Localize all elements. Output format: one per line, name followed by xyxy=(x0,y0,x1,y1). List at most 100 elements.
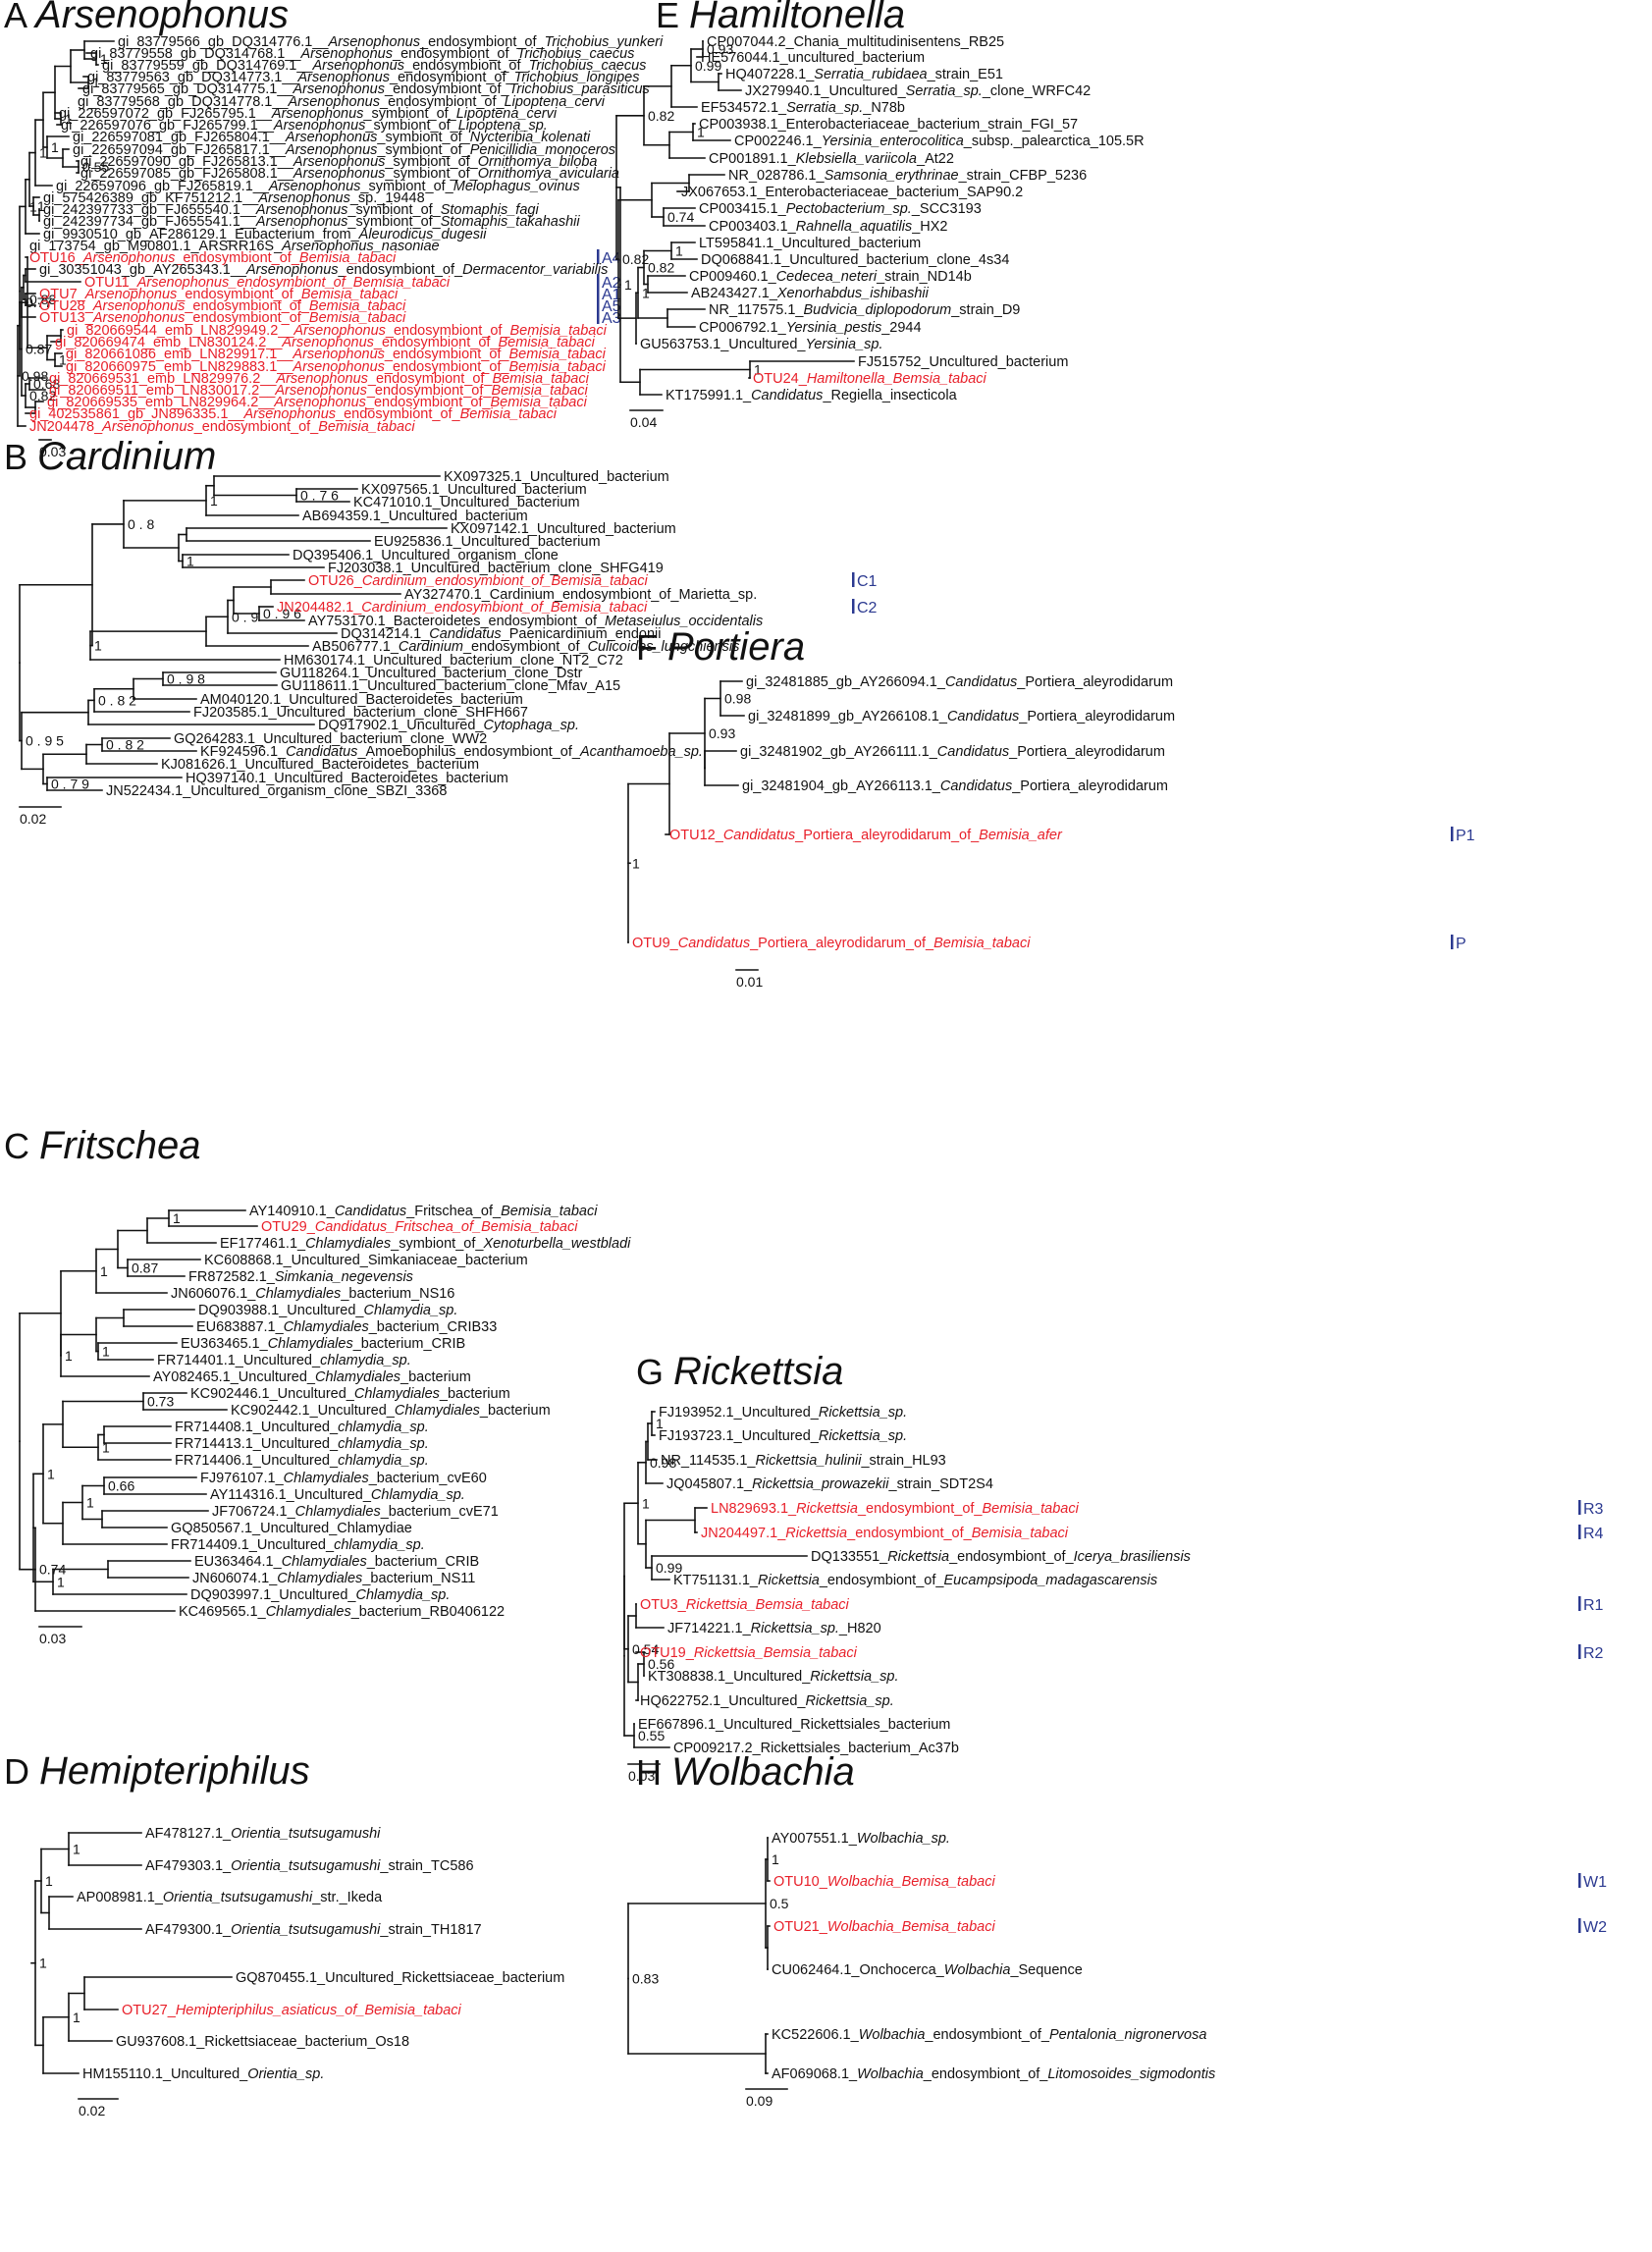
leaf-label: gi_820669511_emb_LN830017.2__Arsenophonu… xyxy=(49,383,589,399)
leaf-label: GU118611.1_Uncultured_bacterium_clone_Mf… xyxy=(281,678,620,694)
bootstrap-value: 1 xyxy=(772,1851,779,1867)
leaf-label: AY082465.1_Uncultured_Chlamydiales_bacte… xyxy=(153,1369,471,1385)
leaf-label: gi_226597094_gb_FJ265817.1__Arsenophonus… xyxy=(73,142,615,158)
bootstrap-value: 0.55 xyxy=(82,159,109,175)
leaf-label: OTU9_Candidatus_Portiera_aleyrodidarum_o… xyxy=(632,936,1031,951)
leaf-label: EU683887.1_Chlamydiales_bacterium_CRIB33 xyxy=(196,1319,497,1335)
leaf-label: gi_226597081_gb_FJ265804.1__Arsenophonus… xyxy=(73,130,591,145)
otu-tag: A1 xyxy=(602,287,621,303)
leaf-label: KT751131.1_Rickettsia_endosymbiont_of_Eu… xyxy=(673,1573,1157,1588)
leaf-label: AY140910.1_Candidatus_Fritschea_of_Bemis… xyxy=(249,1204,598,1219)
bootstrap-value: 1 xyxy=(100,1263,108,1279)
bootstrap-value: 0.74 xyxy=(667,209,694,225)
panel-d: D Hemipteriphilus1111AF478127.1_Orientia… xyxy=(4,1749,564,2118)
leaf-label: DQ068841.1_Uncultured_bacterium_clone_4s… xyxy=(701,252,1009,268)
leaf-label: KC471010.1_Uncultured_bacterium xyxy=(353,495,580,510)
otu-marker xyxy=(1578,1918,1581,1933)
bootstrap-value: 0.82 xyxy=(622,251,649,267)
otu-marker xyxy=(1578,1596,1581,1611)
leaf-label: GQ264283.1_Uncultured_bacterium_clone_WW… xyxy=(174,731,487,747)
leaf-label: JQ045807.1_Rickettsia_prowazekii_strain_… xyxy=(666,1476,993,1492)
leaf-label: gi_83779559_gb_DQ314769.1__Arsenophonus_… xyxy=(102,58,646,74)
bootstrap-value: 1 xyxy=(39,145,47,161)
leaf-label: KX097565.1_Uncultured_bacterium xyxy=(361,482,587,498)
scale-label: 0.03 xyxy=(39,444,66,459)
bootstrap-value: 0.82 xyxy=(29,388,56,403)
leaf-label: gi_32481885_gb_AY266094.1_Candidatus_Por… xyxy=(746,674,1173,690)
leaf-label: AF479303.1_Orientia_tsutsugamushi_strain… xyxy=(145,1858,474,1874)
leaf-label: OTU13_Arsenophonus_endosymbiont_of_Bemis… xyxy=(39,310,406,326)
scale-label: 0.03 xyxy=(39,1631,66,1646)
bootstrap-value: 1 xyxy=(102,1439,110,1455)
leaf-label: DQ903988.1_Uncultured_Chlamydia_sp. xyxy=(198,1303,457,1318)
leaf-label: FJ515752_Uncultured_bacterium xyxy=(858,354,1068,370)
otu-tag: A2 xyxy=(602,275,621,292)
otu-marker xyxy=(1578,1644,1581,1659)
bootstrap-value: 0.87 xyxy=(132,1260,158,1276)
leaf-label: KC902446.1_Uncultured_Chlamydiales_bacte… xyxy=(190,1386,510,1402)
bootstrap-value: 1 xyxy=(51,139,59,155)
leaf-label: CP009217.2_Rickettsiales_bacterium_Ac37b xyxy=(673,1741,959,1756)
leaf-label: CP007044.2_Chania_multitudinisentens_RB2… xyxy=(707,34,1004,50)
bootstrap-value: 1 xyxy=(754,362,762,378)
leaf-label: FR872582.1_Simkania_negevensis xyxy=(188,1269,413,1285)
leaf-label: gi_32481904_gb_AY266113.1_Candidatus_Por… xyxy=(742,778,1168,794)
leaf-label: EU363464.1_Chlamydiales_bacterium_CRIB xyxy=(194,1554,479,1570)
bootstrap-value: 0.98 xyxy=(650,1455,676,1471)
otu-marker xyxy=(597,309,600,324)
otu-tag: A5 xyxy=(602,298,621,315)
panel-heading: B Cardinium xyxy=(4,435,216,478)
leaf-label: AY753170.1_Bacteroidetes_endosymbiont_of… xyxy=(308,614,763,629)
scale-label: 0.03 xyxy=(628,1768,655,1784)
leaf-label: JN204482.1_Cardinium_endosymbiont_of_Bem… xyxy=(277,600,648,616)
leaf-label: AY114316.1_Uncultured_Chlamydia_sp. xyxy=(210,1487,465,1503)
leaf-label: JN606074.1_Chlamydiales_bacterium_NS11 xyxy=(192,1571,475,1586)
otu-marker xyxy=(1451,827,1454,841)
panel-heading: D Hemipteriphilus xyxy=(4,1749,310,1793)
leaf-label: GU937608.1_Rickettsiaceae_bacterium_Os18 xyxy=(116,2034,409,2050)
bootstrap-value: 0.99 xyxy=(656,1560,682,1576)
otu-tag: C1 xyxy=(857,573,878,590)
leaf-label: GU563753.1_Uncultured_Yersinia_sp. xyxy=(640,337,882,352)
leaf-label: gi_820669531_emb_LN829976.2__Arsenophonu… xyxy=(49,371,590,387)
panel-a: A Arsenophonus1110.55111110.680.820.870.… xyxy=(4,0,664,459)
bootstrap-value: 0.83 xyxy=(29,292,56,307)
otu-tag: R2 xyxy=(1583,1645,1604,1662)
leaf-label: gi_226597085_gb_FJ265808.1__Arsenophonus… xyxy=(80,166,619,182)
leaf-label: FJ203585.1_Uncultured_bacterium_clone_SH… xyxy=(193,705,528,721)
panel-e: E Hamiltonella0.930.9910.820.7410.8210.8… xyxy=(615,0,1145,430)
leaf-label: gi_820661086_emb_LN829917.1__Arsenophonu… xyxy=(66,347,607,362)
leaf-label: gi_83779566_gb_DQ314776.1__Arsenophonus_… xyxy=(118,34,664,50)
bootstrap-value: 0.82 xyxy=(648,260,674,276)
bootstrap-value: 0.87 xyxy=(26,342,52,357)
leaf-label: HM630174.1_Uncultured_bacterium_clone_NT… xyxy=(284,653,623,669)
leaf-label: AY007551.1_Wolbachia_sp. xyxy=(772,1831,950,1847)
bootstrap-value: 1 xyxy=(624,277,632,293)
otu-tag: W2 xyxy=(1583,1919,1607,1936)
bootstrap-value: 1 xyxy=(94,638,102,654)
bootstrap-value: 1 xyxy=(86,1495,94,1511)
bootstrap-value: 0.74 xyxy=(39,1562,66,1578)
leaf-label: AB694359.1_Uncultured_bacterium xyxy=(302,509,528,524)
leaf-label: GQ850567.1_Uncultured_Chlamydiae xyxy=(171,1521,412,1536)
leaf-label: gi_32481902_gb_AY266111.1_Candidatus_Por… xyxy=(740,744,1165,760)
leaf-label: JN606076.1_Chlamydiales_bacterium_NS16 xyxy=(171,1286,454,1302)
leaf-label: EF534572.1_Serratia_sp._N78b xyxy=(701,100,905,116)
bootstrap-value: 1 xyxy=(697,125,705,140)
leaf-label: JX279940.1_Uncultured_Serratia_sp._clone… xyxy=(745,83,1091,99)
leaf-label: gi_30351043_gb_AY265343.1__Arsenophonus_… xyxy=(39,262,608,278)
bootstrap-value: 1 xyxy=(102,1344,110,1360)
otu-tag: R3 xyxy=(1583,1501,1604,1518)
bootstrap-value: 0 . 7 6 xyxy=(300,488,339,504)
bootstrap-value: 1 xyxy=(642,1495,650,1511)
leaf-label: LN829693.1_Rickettsia_endosymbiont_of_Be… xyxy=(711,1501,1080,1517)
bootstrap-value: 1 xyxy=(47,1466,55,1481)
leaf-label: DQ917902.1_Uncultured_Cytophaga_sp. xyxy=(318,718,579,733)
bootstrap-value: 0 . 7 9 xyxy=(51,777,89,792)
leaf-label: KX097142.1_Uncultured_bacterium xyxy=(451,521,676,537)
leaf-label: FR714406.1_Uncultured_chlamydia_sp. xyxy=(175,1453,429,1469)
leaf-label: KT175991.1_Candidatus_Regiella_insectico… xyxy=(666,388,958,403)
leaf-label: CP009460.1_Cedecea_neteri_strain_ND14b xyxy=(689,269,972,285)
otu-marker xyxy=(597,274,600,289)
otu-tag: C2 xyxy=(857,600,878,617)
